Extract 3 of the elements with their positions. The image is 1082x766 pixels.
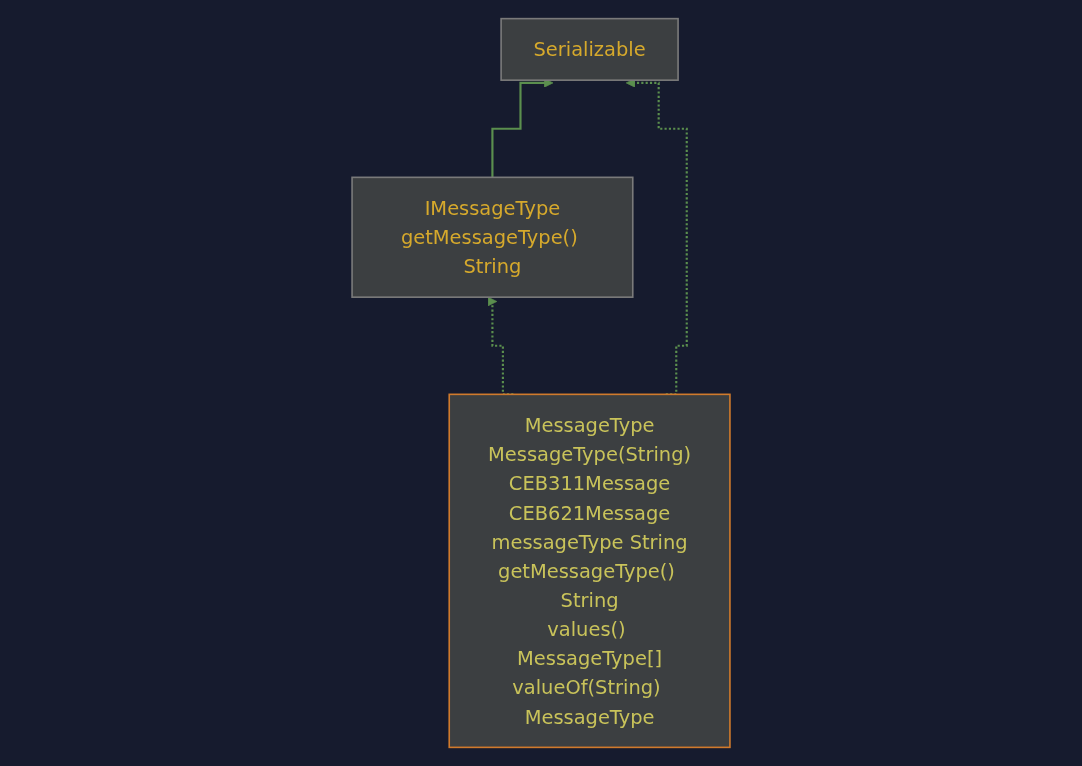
node-box: Serializable: [500, 17, 679, 81]
node-box: IMessageType getMessageType() String: [351, 176, 634, 298]
node-box: MessageType MessageType(String) CEB311Message CEB621Message messageType String getMessageType() String values() MessageType[] valueOf(String) MessageType: [448, 393, 731, 749]
